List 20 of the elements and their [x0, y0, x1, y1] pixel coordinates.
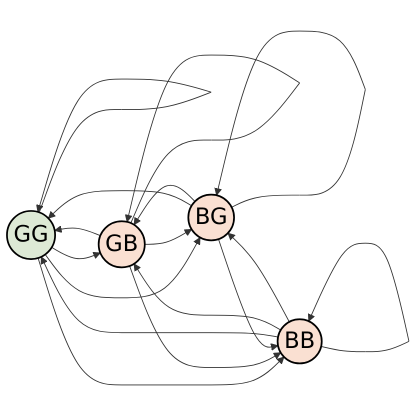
arrow — [218, 238, 278, 351]
node-circle: GB — [98, 220, 146, 268]
arrow — [129, 266, 282, 368]
arrow — [228, 232, 290, 322]
arrow — [54, 225, 101, 236]
node-circle: BB — [276, 318, 323, 364]
arrow — [44, 237, 200, 298]
arrow — [36, 78, 212, 213]
arrow — [51, 246, 101, 260]
node-circle: GG — [6, 210, 56, 260]
arrow — [134, 263, 282, 330]
arrow — [48, 190, 192, 219]
arrow — [124, 54, 300, 224]
arrow — [308, 242, 410, 352]
arrow — [40, 256, 278, 338]
arrow — [214, 30, 366, 208]
arrow — [134, 184, 196, 226]
arrow — [38, 258, 284, 386]
arrow — [144, 228, 192, 245]
node-circle: BG — [187, 194, 235, 242]
